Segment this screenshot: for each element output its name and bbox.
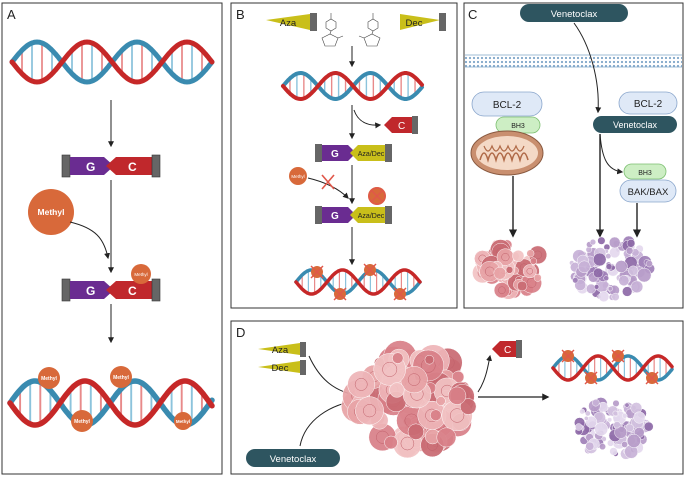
- aza-drug-tag: Aza: [266, 13, 317, 31]
- methyl-group-small: [131, 264, 151, 284]
- venetoclax-top-label: Venetoclax: [551, 9, 598, 20]
- cytosine-tag-d: C: [492, 340, 522, 358]
- methyl-transfer-arrow: [69, 221, 110, 260]
- bh3-right-label: BH3: [638, 170, 652, 177]
- methyl-group-dna-4: Methyl: [174, 412, 192, 430]
- base-pair-methylated: G C Methyl: [61, 264, 161, 302]
- panel-d-frame: [230, 320, 684, 475]
- panel-b-letter: B: [236, 7, 245, 22]
- aza-d-label: Aza: [272, 345, 289, 356]
- base-pair-aza-dec-1: G Aza/Dec: [315, 144, 392, 162]
- dec-drug-tag: Dec: [400, 13, 446, 31]
- bh3-left: BH3: [495, 116, 541, 134]
- bh3-left-label: BH3: [511, 123, 525, 130]
- methyl-group-dna-2: Methyl: [110, 366, 132, 388]
- dec-d-label: Dec: [272, 363, 289, 374]
- methyl-group-b: Methyl: [289, 167, 307, 185]
- aza-tag-label: Aza: [280, 18, 297, 29]
- panel-c-letter: C: [468, 7, 477, 22]
- aza-dec-b2-label: Aza/Dec: [358, 213, 385, 220]
- venetoclax-bound-label: Venetoclax: [613, 120, 658, 130]
- methyl-b-label: Methyl: [291, 174, 304, 179]
- panel-a-letter: A: [7, 7, 16, 22]
- cytosine-release-arrow: [353, 109, 382, 129]
- venetoclax-d-label: Venetoclax: [270, 454, 317, 465]
- cytosine-d-label: C: [504, 345, 511, 356]
- cross-icon: [321, 174, 335, 190]
- cell-cluster-icon: [472, 239, 548, 300]
- panel-a-frame: [1, 2, 223, 475]
- panel-d-letter: D: [236, 325, 245, 340]
- methyl-large-label: Methyl: [38, 207, 65, 217]
- mitochondrion-icon: [470, 130, 544, 176]
- dec-tag-label: Dec: [406, 18, 423, 29]
- panel-c-frame: [463, 2, 684, 309]
- base-c-label-2: C: [128, 284, 137, 298]
- venetoclax-pill-d: Venetoclax: [246, 449, 340, 467]
- cancer-cell-cluster-d: [341, 340, 477, 459]
- methyl-dna-label-1: Methyl: [41, 376, 57, 382]
- methyl-group-dna-3: Methyl: [71, 410, 93, 432]
- methyl-dna-label-2: Methyl: [113, 375, 129, 381]
- venetoclax-pill-bound: Venetoclax: [593, 116, 677, 133]
- base-g-label-2: G: [86, 284, 95, 298]
- cell-membrane: [465, 55, 682, 67]
- base-g-label: G: [86, 160, 95, 174]
- crossed-methyl-marks-b: [310, 263, 407, 301]
- dna-helix-b-top: [281, 71, 424, 101]
- venetoclax-entry-arrow: [573, 22, 602, 114]
- base-pair-unmethylated: G C: [61, 154, 161, 178]
- bcl2-left-label: BCL-2: [493, 100, 522, 111]
- apoptotic-cell-cluster-c: [569, 235, 655, 303]
- apoptotic-cell-cluster-d: [574, 397, 654, 460]
- methyl-small-label: Methyl: [134, 272, 147, 277]
- bh3-right: BH3: [623, 163, 667, 180]
- crossed-methyl-marks-d: [561, 349, 659, 385]
- base-pair-aza-dec-2: G Aza/Dec: [315, 206, 392, 224]
- base-g-b1-label: G: [331, 149, 339, 160]
- methyl-dna-label-4: Methyl: [176, 419, 190, 424]
- bcl2-right-label: BCL-2: [634, 99, 663, 110]
- panel-b-frame: [230, 2, 458, 309]
- bak-bax-label: BAK/BAX: [628, 187, 669, 198]
- nucleoside-structure-icon: [321, 13, 381, 47]
- methyl-dna-label-3: Methyl: [74, 419, 90, 425]
- dna-helix-a-top: [9, 39, 215, 85]
- base-c-label: C: [128, 160, 137, 174]
- cytosine-tag-b: C: [384, 116, 418, 134]
- dec-drug-tag-d: Dec: [258, 360, 306, 375]
- inhibited-enzyme-icon: [368, 187, 386, 205]
- bak-bax: BAK/BAX: [619, 179, 677, 203]
- methyl-group-dna-1: Methyl: [38, 367, 60, 389]
- bcl2-right: BCL-2: [618, 91, 678, 115]
- methyl-group-large: Methyl: [28, 189, 74, 235]
- cytosine-arrow-d: [477, 354, 493, 393]
- base-g-b2-label: G: [331, 211, 339, 222]
- aza-drug-tag-d: Aza: [258, 342, 306, 357]
- bh3-release-arrow: [599, 133, 624, 175]
- cytosine-b-label: C: [398, 121, 405, 132]
- venetoclax-pill-top: Venetoclax: [520, 4, 628, 22]
- bcl2-left: BCL-2: [471, 91, 543, 117]
- aza-dec-b1-label: Aza/Dec: [358, 151, 385, 158]
